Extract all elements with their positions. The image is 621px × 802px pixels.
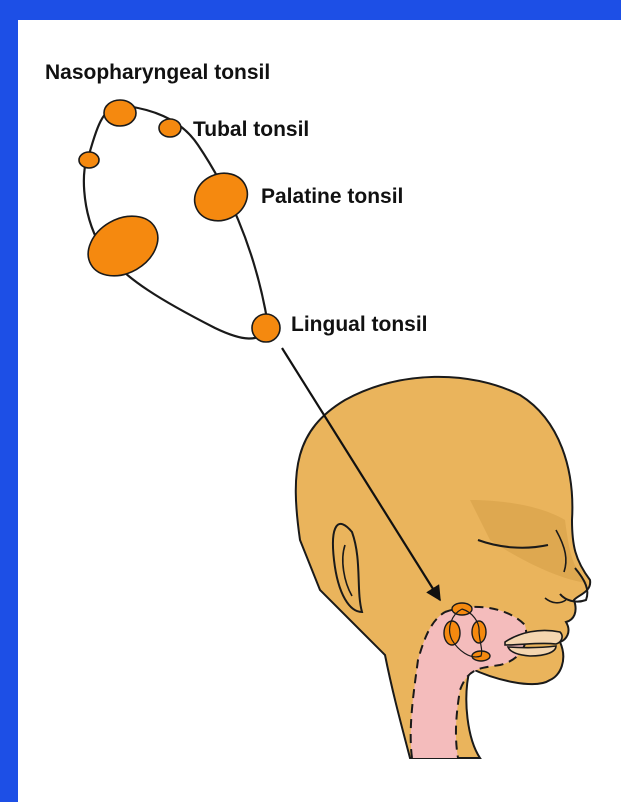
palatine-tonsil-shape-left (77, 204, 168, 288)
mini-palatine-tonsil (444, 621, 460, 645)
label-nasopharyngeal-tonsil: Nasopharyngeal tonsil (45, 62, 270, 83)
lingual-tonsil-shape (252, 314, 280, 342)
label-lingual-tonsil: Lingual tonsil (291, 314, 428, 335)
nasopharyngeal-tonsil-shape (104, 100, 136, 126)
label-tubal-tonsil: Tubal tonsil (193, 119, 309, 140)
palatine-tonsil-shape (187, 165, 255, 230)
tubal-tonsil-shape (159, 119, 181, 137)
tubal-tonsil-shape-left (79, 152, 99, 168)
label-palatine-tonsil: Palatine tonsil (261, 186, 403, 207)
